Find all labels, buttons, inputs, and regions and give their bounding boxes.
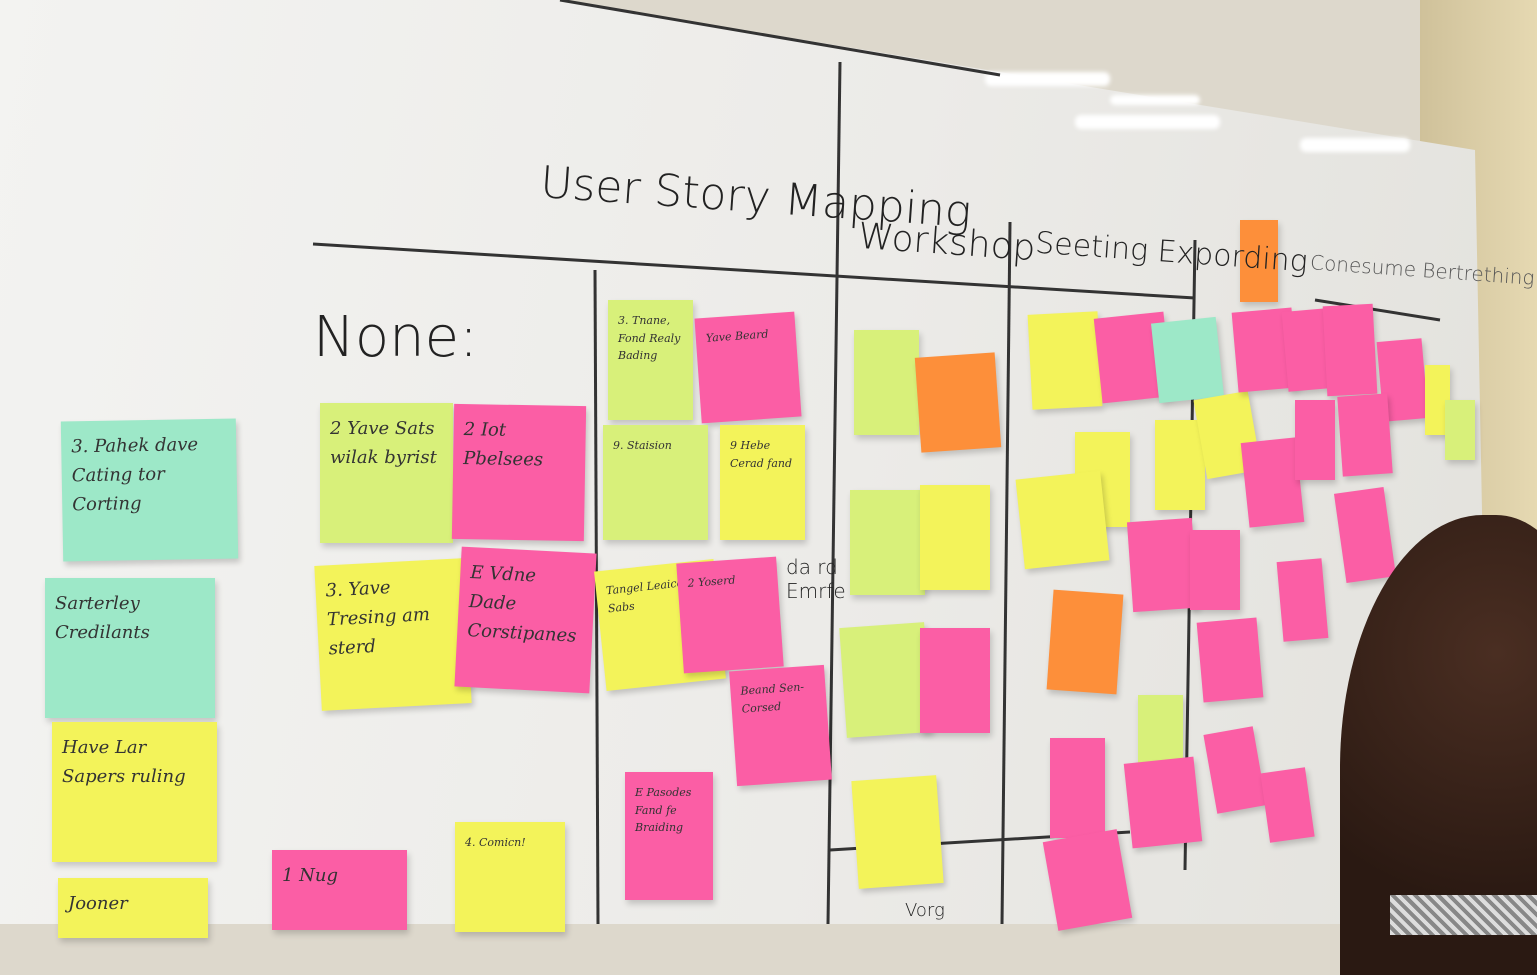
sticky-note: Have Lar Sapers ruling [52,722,217,862]
sticky-note [920,485,990,590]
sticky-note [914,352,1002,453]
ceiling-light-reflection [1075,115,1220,129]
sticky-note [1322,303,1378,397]
sticky-note-text: 4. Comicn! [465,836,526,849]
sticky-note [1123,756,1203,849]
sticky-note [1240,220,1278,302]
sticky-note [1150,316,1225,404]
sticky-note: 2 Yoserd [676,556,784,674]
sticky-note-text: 3. Pahek dave Cating tor Corting [71,434,199,515]
sticky-note [1445,400,1475,460]
sticky-note: E Pasodes Fand fe Braiding [625,772,713,900]
person-shirt [1390,895,1537,935]
sticky-note [1050,738,1105,838]
sticky-note-text: E Vdne Dade Corstipanes [466,562,577,647]
sticky-note [1190,530,1240,610]
sticky-note: 3. Pahek dave Cating tor Corting [60,418,239,562]
sticky-note-text: 2 Iot Pbelsees [463,419,544,471]
sticky-note-text: 1 Nug [282,865,339,886]
sticky-note: 2 Yave Sats wilak byrist [320,403,453,543]
sticky-note [1337,393,1393,477]
sticky-note-text: 2 Yoserd [687,573,736,590]
sticky-note [1276,558,1329,642]
sticky-note [1042,829,1133,931]
sticky-note [1260,767,1315,843]
sticky-note [850,490,925,595]
sticky-note-text: 3. Yave Tresing am sterd [325,577,431,659]
sticky-note: 3. Yave Tresing am sterd [314,558,472,711]
sticky-note-text: Sarterley Credilants [55,593,150,643]
sticky-note: 9 Hebe Cerad fand [720,425,805,540]
sticky-note: 3. Tnane, Fond Realy Bading [608,300,693,420]
sticky-note [1295,400,1335,480]
sticky-note [839,622,932,738]
sticky-note [920,628,990,733]
sticky-note [1027,311,1103,410]
sticky-note: 4. Comicn! [455,822,565,932]
section-label: None: [313,305,478,370]
ceiling-light-reflection [1300,138,1410,152]
sticky-note: 9. Staision [603,425,708,540]
ceiling-light-reflection [1110,95,1200,105]
sticky-note [1155,420,1205,510]
sticky-note-text: 9 Hebe Cerad fand [730,439,793,470]
sticky-note [851,775,944,889]
sticky-note-text: Beand Sen-Corsed [740,680,805,716]
sticky-note-text: Tangel Leaice Sabs [605,576,684,615]
loose-writing: da rd Emrfe [786,555,846,603]
sticky-note: Sarterley Credilants [45,578,215,718]
bottom-writing: Vorg [905,900,945,921]
sticky-note-text: 9. Staision [613,439,672,452]
sticky-note [1046,589,1124,695]
sticky-note [854,330,919,435]
sticky-note: Beand Sen-Corsed [729,664,832,787]
sticky-note: 2 Iot Pbelsees [451,403,587,542]
sticky-note: 1 Nug [272,850,407,930]
sticky-note-text: 2 Yave Sats wilak byrist [330,418,437,468]
sticky-note [1015,470,1110,570]
sticky-note-text: Jooner [68,893,128,914]
sticky-note-text: E Pasodes Fand fe Braiding [635,786,692,835]
sticky-note-text: Yave Beard [705,327,769,345]
ceiling-light-reflection [985,72,1110,86]
sticky-note [1196,617,1264,703]
sticky-note-text: Have Lar Sapers ruling [62,737,186,787]
sticky-note: E Vdne Dade Corstipanes [454,546,597,694]
sticky-note-text: 3. Tnane, Fond Realy Bading [618,314,681,363]
sticky-note [1126,517,1199,613]
sticky-note: Jooner [58,878,208,938]
sticky-note: Yave Beard [694,311,802,424]
